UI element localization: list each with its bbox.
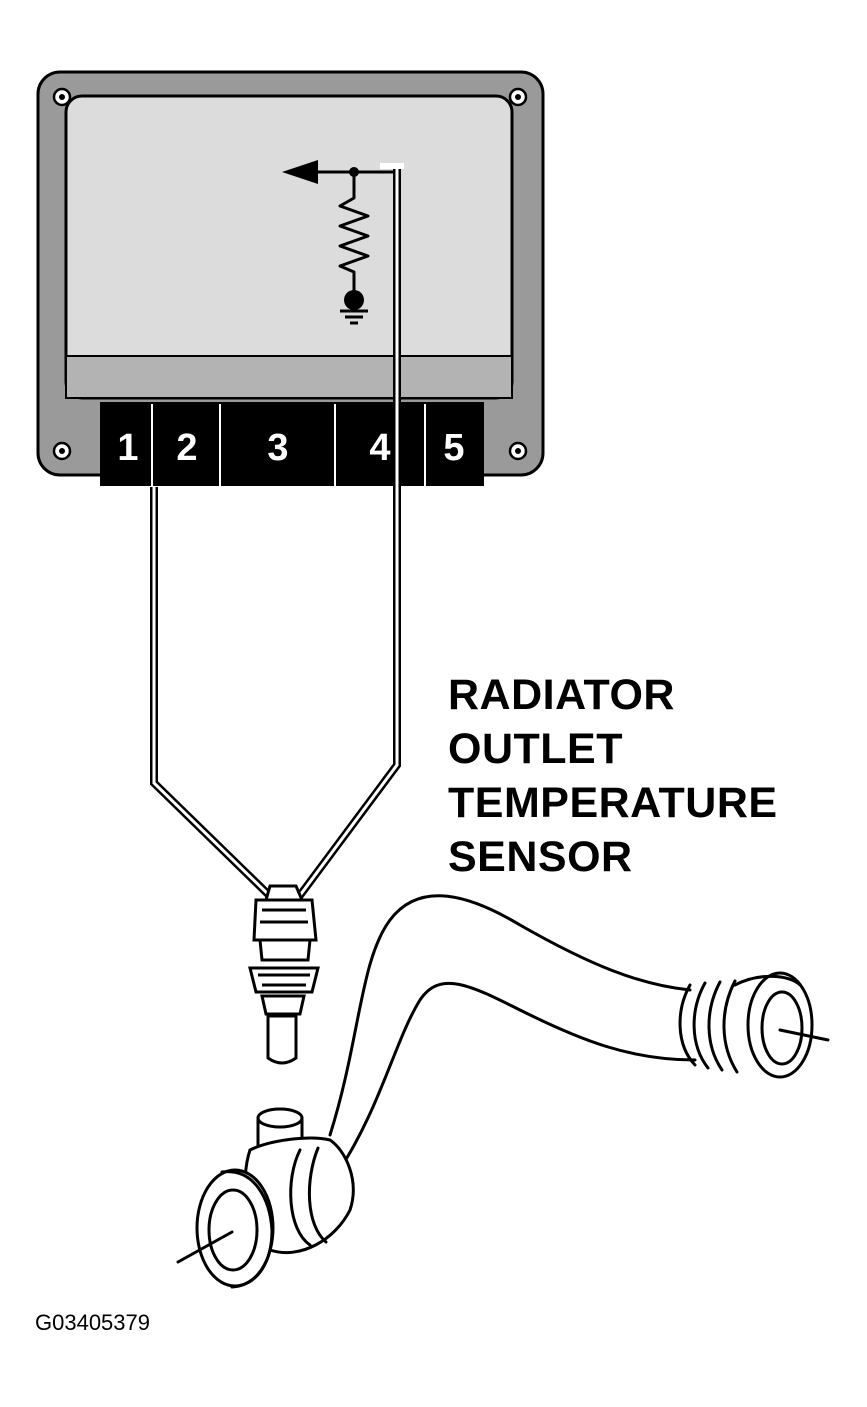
mounting-screw-icon (508, 441, 528, 461)
connector-body (100, 402, 484, 486)
sensor-label-line: RADIATOR (448, 671, 675, 719)
wire-return (150, 487, 275, 901)
mounting-screw-icon (508, 87, 528, 107)
mounting-screw-icon (52, 441, 72, 461)
sensor-wires (150, 163, 404, 901)
module-face (64, 94, 514, 400)
connector: 1 2 3 4 5 (100, 402, 484, 486)
pin-label-5: 5 (443, 427, 464, 469)
internal-circuit (282, 160, 397, 325)
module-label-strip (65, 355, 513, 399)
temperature-sensor-icon (248, 884, 320, 1065)
sensor-label-line: SENSOR (448, 833, 633, 881)
mounting-screw-icon (52, 87, 72, 107)
pin-label-4: 4 (369, 427, 390, 469)
figure-id: G03405379 (35, 1310, 150, 1335)
ground-icon (340, 290, 368, 325)
sensor-label-line: TEMPERATURE (448, 779, 778, 827)
sensor-label: RADIATOR OUTLET TEMPERATURE SENSOR (448, 668, 778, 884)
arrow-head-icon (282, 160, 318, 184)
pin-label-2: 2 (176, 427, 197, 469)
pin-label-3: 3 (267, 427, 288, 469)
sensor-label-line: OUTLET (448, 725, 623, 773)
pin-label-1: 1 (117, 427, 138, 469)
radiator-hose-icon (176, 894, 830, 1289)
resistor-icon (338, 172, 370, 292)
